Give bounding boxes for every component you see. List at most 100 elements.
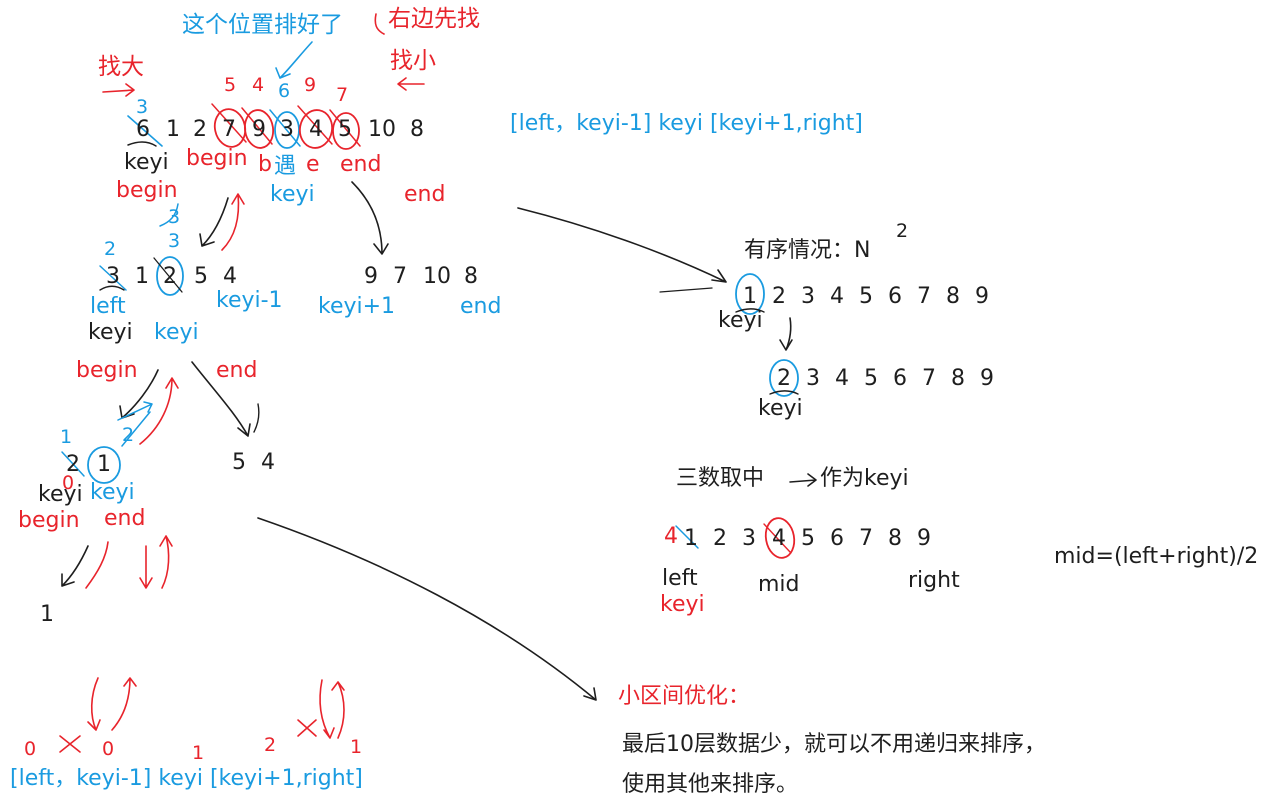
arrows-updown-level3	[139, 535, 173, 589]
over-5: 5	[224, 74, 237, 96]
median-num-8: 9	[917, 526, 931, 551]
median-label-right: right	[908, 568, 960, 593]
strike-median-mid	[763, 523, 791, 553]
circle-5	[332, 112, 360, 150]
bottom-1b: 1	[350, 736, 363, 758]
underline-keyi-level2	[99, 285, 125, 291]
strike-2-level2	[153, 257, 183, 293]
bottom-x-right	[297, 719, 317, 737]
bottom-0b: 0	[102, 738, 115, 760]
arrow-median	[789, 473, 817, 487]
strike-3	[269, 109, 301, 147]
underline-keyi-top	[127, 141, 157, 147]
strike-9	[241, 107, 273, 145]
top-num-0: 6	[136, 117, 150, 142]
median-num-1: 2	[713, 526, 727, 551]
label-left-l2: left	[90, 294, 126, 319]
sorted-keyi-1: keyi	[718, 308, 763, 333]
top-num-4: 9	[252, 117, 266, 142]
arrow-right-find-big	[102, 83, 135, 97]
sorted-r1-4: 5	[859, 284, 873, 309]
median-num-0: 1	[684, 526, 698, 551]
median-label-left: left	[662, 566, 698, 591]
line-sorted-back	[659, 287, 713, 293]
over-9: 9	[304, 74, 317, 96]
median-num-6: 7	[859, 526, 873, 551]
sorted-r2-1: 3	[806, 366, 820, 391]
label-end-l2: end	[460, 294, 502, 319]
sorted-r2-2: 4	[835, 366, 849, 391]
bracket-right-first	[374, 13, 385, 35]
over-6: 6	[278, 80, 291, 102]
interval-formula-top: [left，keyi-1] keyi [keyi+1,right]	[510, 111, 863, 136]
l2-num-2: 2	[163, 264, 177, 289]
label-begin-top: begin	[116, 178, 178, 203]
strike-5	[329, 109, 361, 147]
l2-num-1: 1	[135, 264, 149, 289]
arrow-down-left-branch	[199, 197, 229, 247]
l2r-num-2: 10	[423, 264, 451, 289]
circle-1-level3	[87, 446, 121, 484]
label-keyi-l3: keyi	[38, 482, 83, 507]
sorted-r1-7: 8	[946, 284, 960, 309]
circle-1-sorted	[735, 273, 765, 315]
label-keyi-blue-top: keyi	[270, 182, 315, 207]
label-b: b	[258, 152, 272, 177]
fix-3-level2b: 3	[168, 230, 181, 252]
label-begin-l3: begin	[18, 508, 80, 533]
sorted-r2-7: 9	[980, 366, 994, 391]
label-begin-l2: begin	[76, 358, 138, 383]
interval-formula-bottom: [left，keyi-1] keyi [keyi+1,right]	[10, 766, 363, 791]
fix-3-level2a: 3	[168, 206, 181, 228]
sorted-keyi-2: keyi	[758, 396, 803, 421]
median-title-b: 作为keyi	[820, 466, 909, 491]
sorted-r2-4: 6	[893, 366, 907, 391]
circle-9	[243, 109, 275, 149]
l2r-num-1: 7	[393, 264, 407, 289]
l3r-num-1: 4	[261, 450, 275, 475]
arrow-up-level3	[85, 541, 109, 589]
label-right-first: 右边先找	[388, 6, 480, 32]
arrow-down-level3	[61, 545, 89, 587]
small-interval-title: 小区间优化：	[618, 684, 751, 709]
top-num-9: 8	[410, 117, 424, 142]
underline-keyi-sorted	[735, 308, 765, 313]
label-meet: 遇	[274, 154, 297, 179]
median-title-a: 三数取中	[676, 466, 765, 491]
arrow-left-find-small	[397, 77, 425, 91]
small-interval-line1: 最后10层数据少，就可以不用递归来排序，	[622, 732, 1046, 757]
fix-2-level3: 2	[122, 424, 135, 446]
label-find-small: 找小	[390, 48, 436, 74]
blue-tick-left	[159, 203, 179, 227]
sorted-r1-5: 6	[888, 284, 902, 309]
sorted-r1-6: 7	[917, 284, 931, 309]
top-num-3: 7	[222, 117, 236, 142]
label-keyi-blue-l3: keyi	[90, 480, 135, 505]
arrow-to-sorted-case	[517, 207, 727, 283]
underline-keyi-sorted2	[769, 390, 799, 395]
sorted-r1-0: 1	[743, 284, 757, 309]
top-num-2: 2	[193, 117, 207, 142]
bottom-2: 2	[264, 734, 277, 756]
hook-level2-right	[253, 403, 260, 433]
sorted-r1-8: 9	[975, 284, 989, 309]
l3r-num-0: 5	[232, 450, 246, 475]
small-interval-line2: 使用其他来排序。	[622, 772, 799, 797]
label-sorted-here: 这个位置排好了	[182, 12, 343, 38]
top-num-6: 4	[309, 117, 323, 142]
label-keyi-top: keyi	[124, 150, 169, 175]
median-label-keyi: keyi	[660, 592, 705, 617]
bottom-0a: 0	[24, 738, 37, 760]
sorted-r1-3: 4	[830, 284, 844, 309]
blue-arrow-level3	[117, 401, 153, 447]
strike-4	[297, 105, 333, 145]
label-keyi-l2: keyi	[88, 320, 133, 345]
sorted-case-title: 有序情况：N	[744, 238, 871, 263]
sorted-r1-1: 2	[772, 284, 786, 309]
median-num-4: 5	[801, 526, 815, 551]
sorted-case-exponent: 2	[896, 220, 909, 242]
circle-4	[299, 109, 333, 149]
label-end-l3: end	[104, 506, 146, 531]
l2r-num-3: 8	[464, 264, 478, 289]
